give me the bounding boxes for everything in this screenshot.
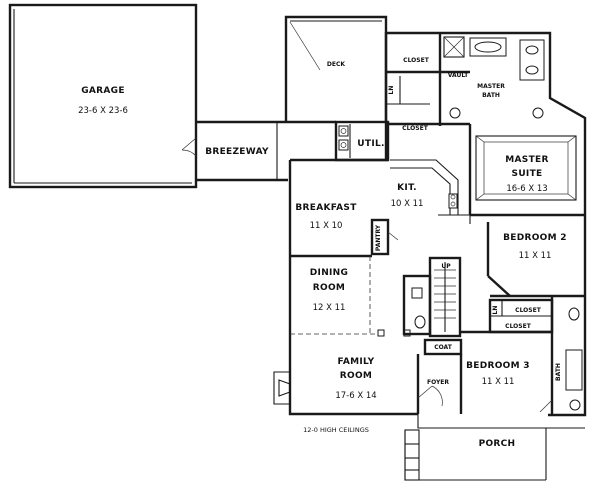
deck — [284, 15, 388, 122]
dining-label-2: ROOM — [313, 283, 345, 293]
master-bath-label-2: BATH — [482, 92, 500, 99]
master-suite-label: MASTER — [505, 155, 548, 165]
breakfast-label: BREAKFAST — [295, 203, 357, 213]
ln-top-label: LN — [388, 86, 395, 95]
closet-top-label: CLOSET — [403, 57, 430, 64]
family-label-2: ROOM — [340, 371, 372, 381]
ln-bed-label: LN — [492, 306, 499, 315]
closet-b2-label: CLOSET — [515, 307, 542, 314]
closet-b3-label: CLOSET — [505, 323, 532, 330]
bedroom-wing — [461, 222, 585, 415]
dining-label: DINING — [310, 268, 348, 278]
master-suite-label-2: SUITE — [512, 169, 543, 179]
master-suite-dims: 16-6 X 13 — [506, 184, 547, 194]
kitchen-dims: 10 X 11 — [391, 199, 424, 209]
labels: GARAGE 23-6 X 23-6 BREEZEWAY DECK UTIL. … — [78, 57, 567, 449]
kitchen-label: KIT. — [397, 183, 417, 193]
deck-label: DECK — [327, 61, 345, 68]
bedroom2-label: BEDROOM 2 — [503, 233, 567, 243]
bedroom3-dims: 11 X 11 — [482, 377, 515, 387]
house-outline — [288, 31, 587, 417]
family-label: FAMILY — [337, 357, 374, 367]
stair-hall — [402, 256, 463, 356]
utility-room — [334, 120, 390, 162]
dining-dims: 12 X 11 — [313, 303, 346, 313]
breezeway-label: BREEZEWAY — [205, 147, 269, 157]
kitchen-area — [370, 159, 471, 256]
family-dims: 17-6 X 14 — [335, 391, 376, 401]
bedroom3-label: BEDROOM 3 — [466, 361, 530, 371]
bedroom2-dims: 11 X 11 — [519, 251, 552, 261]
closet-mid-label: CLOSET — [402, 125, 429, 132]
foyer-porch — [404, 354, 585, 481]
vault-label: VAULT — [448, 72, 469, 79]
garage-label: GARAGE — [81, 86, 125, 96]
garage — [8, 3, 198, 189]
coat-label: COAT — [434, 344, 453, 351]
stair-up-label: UP — [441, 263, 451, 270]
foyer-label: FOYER — [427, 379, 449, 386]
breakfast-dims: 11 X 10 — [310, 221, 343, 231]
master-wing — [386, 33, 585, 217]
pantry-label: PANTRY — [375, 224, 382, 251]
dining-room — [290, 254, 380, 335]
porch-label: PORCH — [479, 439, 516, 449]
garage-dims: 23-6 X 23-6 — [78, 106, 128, 116]
bath-label: BATH — [555, 363, 562, 381]
ceiling-note: 12-0 HIGH CEILINGS — [303, 426, 369, 434]
master-bath-label: MASTER — [477, 83, 505, 90]
breezeway — [196, 120, 336, 182]
util-label: UTIL. — [357, 139, 384, 149]
